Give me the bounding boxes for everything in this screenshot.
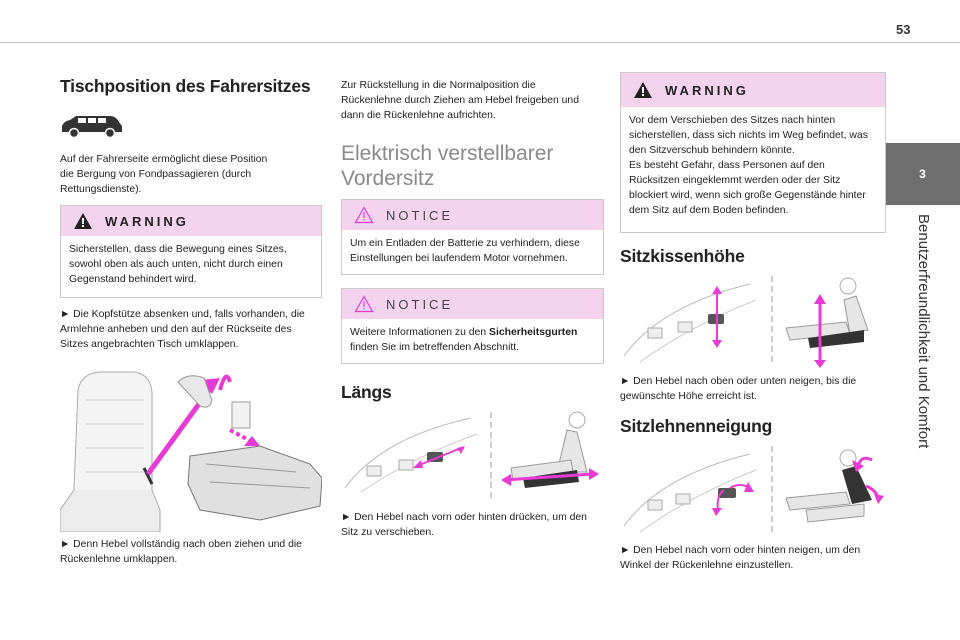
text-line: blockiert wird, wenn sich große Gegenstä… bbox=[629, 190, 866, 201]
text-line: ► Denn Hebel vollständig nach oben ziehe… bbox=[60, 539, 302, 550]
step-2: ► Denn Hebel vollständig nach oben ziehe… bbox=[60, 537, 322, 567]
notice-header: NOTICE bbox=[342, 289, 603, 319]
text-line: dem Sitz auf dem Boden befinden. bbox=[629, 205, 789, 216]
text-line: den Sitzverschub behindern könnte. bbox=[629, 145, 795, 156]
warning-label: WARNING bbox=[665, 82, 749, 98]
text-line: sowohl oben als auch unten, nicht durch … bbox=[69, 259, 283, 270]
text-line: Zur Rückstellung in die Normalposition d… bbox=[341, 80, 536, 91]
intro-paragraph: Auf der Fahrerseite ermöglicht diese Pos… bbox=[60, 152, 322, 197]
text-line: sicherstellen, dass sich nichts im Weg b… bbox=[629, 130, 868, 141]
text-line: ► Den Hebel nach vorn oder hinten drücke… bbox=[341, 512, 587, 523]
chapter-title: Benutzerfreundlichkeit und Komfort bbox=[915, 214, 932, 449]
notice-box-battery: NOTICE Um ein Entladen der Batterie zu v… bbox=[341, 199, 604, 275]
step-1: ► Die Kopfstütze absenken und, falls vor… bbox=[60, 307, 322, 352]
text-line: ► Den Hebel nach vorn oder hinten neigen… bbox=[620, 545, 861, 556]
text-line: Rückenlehne durch Ziehen am Hebel freige… bbox=[341, 95, 579, 106]
notice-label: NOTICE bbox=[386, 296, 454, 312]
text-line: Armlehne anheben und den auf der Rücksei… bbox=[60, 324, 292, 335]
warning-label: WARNING bbox=[105, 213, 189, 229]
section-heading-sitzkissen: Sitzkissenhöhe bbox=[620, 246, 745, 266]
text-line: Rückenlehne umklappen. bbox=[60, 554, 178, 565]
section-heading-electric-seat: Elektrisch verstellbarer Vordersitz bbox=[341, 141, 604, 191]
seat-table-illustration bbox=[60, 371, 322, 532]
warning-triangle-icon bbox=[634, 82, 652, 98]
sitzlehne-step: ► Den Hebel nach vorn oder hinten neigen… bbox=[620, 543, 886, 573]
reset-paragraph: Zur Rückstellung in die Normalposition d… bbox=[341, 78, 604, 123]
text-line: die Bergung von Fondpassagieren (durch bbox=[60, 169, 252, 180]
text-line: dann die Rückenlehne aufrichten. bbox=[341, 110, 496, 121]
text-line: Vor dem Verschieben des Sitzes nach hint… bbox=[629, 115, 836, 126]
laengs-step: ► Den Hebel nach vorn oder hinten drücke… bbox=[341, 510, 604, 540]
notice-header: NOTICE bbox=[342, 200, 603, 230]
text-line: Es besteht Gefahr, dass Personen auf den bbox=[629, 160, 825, 171]
text-line: Weitere Informationen zu den Sicherheits… bbox=[350, 325, 595, 340]
text-line: Winkel der Rückenlehne einzustellen. bbox=[620, 560, 794, 571]
header-rule bbox=[0, 42, 960, 43]
text-line: Um ein Entladen der Batterie zu verhinde… bbox=[350, 238, 580, 249]
cushion-height-illustration bbox=[623, 276, 869, 368]
text-line: Sicherstellen, dass die Bewegung eines S… bbox=[69, 244, 287, 255]
notice-triangle-icon bbox=[354, 206, 374, 224]
notice-triangle-icon bbox=[354, 295, 374, 313]
text-line: Gegenstand behindert wird. bbox=[69, 274, 197, 285]
text-span: Weitere Informationen zu den bbox=[350, 327, 490, 338]
warning-box-seat-move: WARNING Vor dem Verschieben des Sitzes n… bbox=[620, 72, 886, 233]
text-line: ► Den Hebel nach oben oder unten neigen,… bbox=[620, 376, 857, 387]
longitudinal-adjust-illustration bbox=[344, 411, 599, 498]
text-line: Rücksitzen eingeklemmt werden oder der S… bbox=[629, 175, 841, 186]
notice-label: NOTICE bbox=[386, 207, 454, 223]
text-line: finden Sie im betreffenden Abschnitt. bbox=[350, 342, 520, 353]
text-line: Sitz zu verschieben. bbox=[341, 527, 434, 538]
text-line: ► Die Kopfstütze absenken und, falls vor… bbox=[60, 309, 305, 320]
seatbelts-reference: Sicherheitsgurten bbox=[489, 327, 578, 338]
sitzkissen-step: ► Den Hebel nach oben oder unten neigen,… bbox=[620, 374, 886, 404]
text-line: Rettungsdienste). bbox=[60, 184, 142, 195]
warning-triangle-icon bbox=[74, 213, 92, 229]
notice-box-seatbelts: NOTICE Weitere Informationen zu den Sich… bbox=[341, 288, 604, 364]
section-heading-sitzlehne: Sitzlehnenneigung bbox=[620, 416, 773, 436]
section-heading-laengs: Längs bbox=[341, 382, 392, 402]
text-line: Sitzes angebrachten Tisch umklappen. bbox=[60, 339, 239, 350]
page-number: 53 bbox=[896, 22, 911, 37]
warning-header: WARNING bbox=[61, 206, 321, 236]
heading-line: Vordersitz bbox=[341, 167, 435, 190]
chapter-tab[interactable]: 3 bbox=[885, 143, 960, 205]
warning-header: WARNING bbox=[621, 73, 885, 107]
text-line: gewünschte Höhe erreicht ist. bbox=[620, 391, 757, 402]
heading-line: Elektrisch verstellbarer bbox=[341, 142, 554, 165]
warning-box: WARNING Sicherstellen, dass die Bewegung… bbox=[60, 205, 322, 298]
van-icon bbox=[62, 116, 122, 139]
backrest-angle-illustration bbox=[623, 446, 884, 534]
section-heading-table-position: Tischposition des Fahrersitzes bbox=[60, 76, 311, 96]
text-line: Auf der Fahrerseite ermöglicht diese Pos… bbox=[60, 154, 268, 165]
text-line: Einstellungen bei laufendem Motor vorneh… bbox=[350, 253, 568, 264]
